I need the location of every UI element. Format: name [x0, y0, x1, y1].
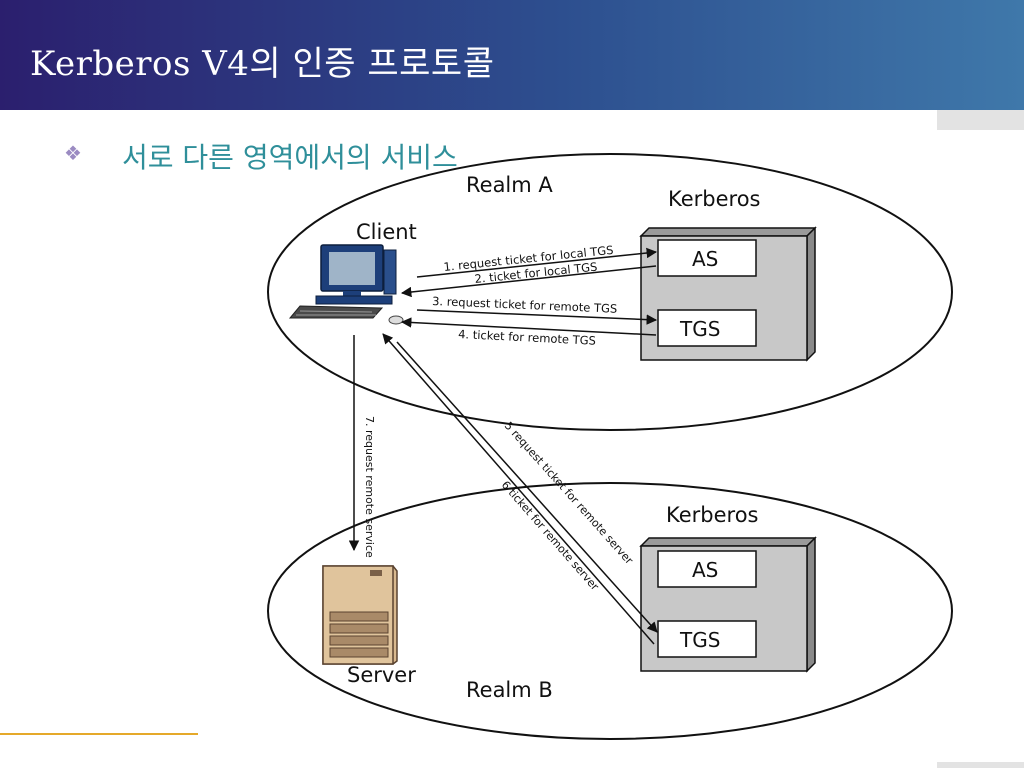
message-4: 4. ticket for remote TGS: [458, 327, 596, 348]
realm-a-ellipse: [267, 153, 953, 431]
realm-a-tgs-label: TGS: [679, 317, 720, 341]
message-6: 6 ticket for remote server: [499, 478, 602, 593]
realm-b-tgs-label: TGS: [679, 628, 720, 652]
arrow-2: [400, 265, 657, 298]
diamond-cluster-icon: ❖: [64, 141, 82, 165]
realm-a-kerberos-label: Kerberos: [668, 187, 761, 211]
corner-tab-bottom: [937, 762, 1024, 768]
realm-a-label: Realm A: [466, 173, 553, 197]
arrow-4: [400, 317, 657, 336]
client-label: Client: [356, 220, 417, 244]
realm-b-kerberos-label: Kerberos: [666, 503, 759, 527]
realm-b-as-label: AS: [692, 558, 718, 582]
realm-a-as-label: AS: [692, 247, 718, 271]
server-label: Server: [347, 663, 416, 687]
arrow-5: [396, 341, 658, 633]
message-7: 7. request remote service: [363, 416, 376, 558]
server-tower-icon: [322, 565, 398, 665]
realm-a-as-box: [657, 239, 757, 277]
realm-b-as-box: [657, 550, 757, 588]
realm-b-tgs-box: [657, 620, 757, 658]
client-computer-icon: [288, 244, 404, 325]
arrow-1: [416, 247, 658, 278]
arrow-6: [382, 333, 655, 645]
slide-title: Kerberos V4의 인증 프로토콜: [30, 44, 495, 84]
realm-a-tgs-box: [657, 309, 757, 347]
corner-tab: [937, 110, 1024, 130]
arrow-3: [416, 309, 658, 325]
title-bar: Kerberos V4의 인증 프로토콜: [0, 0, 1024, 110]
accent-line: [0, 733, 198, 735]
section-subtitle: 서로 다른 영역에서의 서비스: [122, 141, 458, 174]
realm-b-ellipse: [267, 482, 953, 740]
realm-b-label: Realm B: [466, 678, 553, 702]
